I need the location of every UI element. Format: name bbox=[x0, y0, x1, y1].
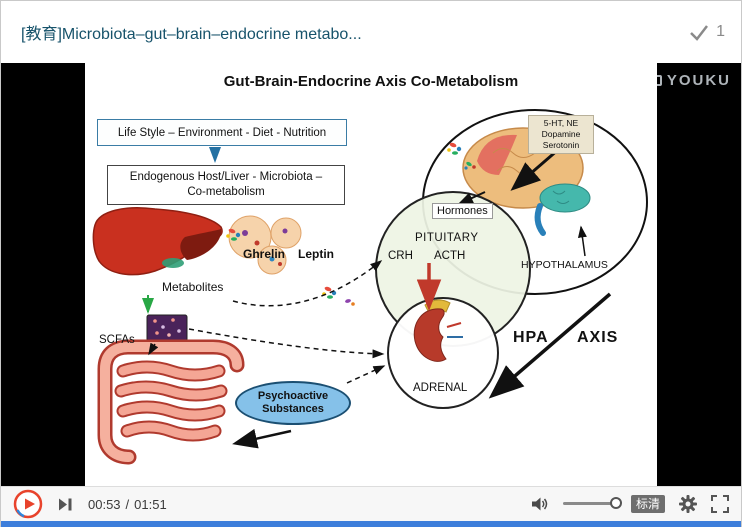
quality-badge[interactable]: 标清 bbox=[630, 494, 665, 514]
bottom-accent-bar bbox=[1, 521, 741, 527]
youku-watermark: YOUKU bbox=[646, 72, 731, 89]
bacteria-icon bbox=[447, 142, 462, 155]
metabolites-label: Metabolites bbox=[162, 280, 224, 294]
intestine-icon bbox=[97, 339, 245, 465]
vote-count: 1 bbox=[716, 23, 725, 40]
bacteria-icon bbox=[464, 161, 476, 170]
next-button[interactable] bbox=[59, 498, 72, 511]
liver-icon bbox=[92, 207, 223, 276]
microbiota-image bbox=[146, 314, 188, 342]
scfas-label: SCFAs bbox=[99, 334, 135, 346]
ghrelin-label: Ghrelin bbox=[243, 247, 286, 261]
time-separator: / bbox=[125, 496, 130, 512]
settings-gear-icon[interactable] bbox=[679, 494, 697, 513]
endogenous-box: Endogenous Host/Liver - Microbiota – Co-… bbox=[107, 165, 345, 205]
adrenal-label: ADRENAL bbox=[413, 382, 468, 394]
lifestyle-box: Life Style – Environment - Diet - Nutrit… bbox=[97, 119, 347, 146]
check-icon[interactable] bbox=[689, 24, 709, 41]
crh-label: CRH bbox=[388, 250, 413, 262]
time-current: 00:53 bbox=[88, 496, 121, 512]
psychoactive-substances-ellipse: Psychoactive Substances bbox=[235, 381, 351, 425]
pituitary-label: PITUITARY bbox=[415, 232, 479, 244]
time-total: 01:51 bbox=[134, 496, 167, 512]
slide-title: Gut-Brain-Endocrine Axis Co-Metabolism bbox=[223, 73, 519, 90]
diagram-graphics bbox=[92, 109, 648, 465]
play-button[interactable] bbox=[13, 489, 43, 519]
volume-icon[interactable] bbox=[531, 497, 549, 511]
volume-slider[interactable] bbox=[562, 497, 622, 510]
video-header: [教育]Microbiota–gut–brain–endocrine metab… bbox=[1, 1, 741, 63]
hpa-label: HPA bbox=[513, 329, 549, 346]
diagram-arrows bbox=[142, 147, 612, 449]
video-player[interactable]: YOUKU bbox=[1, 63, 741, 486]
hypothalamus-label: HYPOTHALAMUS bbox=[521, 259, 608, 271]
video-title: [教育]Microbiota–gut–brain–endocrine metab… bbox=[21, 26, 362, 43]
slide: Gut-Brain-Endocrine Axis Co-Metabolism L… bbox=[85, 63, 657, 486]
bacteria-icon bbox=[345, 299, 355, 306]
volume-knob[interactable] bbox=[609, 497, 622, 510]
hormones-label: Hormones bbox=[432, 203, 493, 219]
acth-label: ACTH bbox=[434, 250, 466, 262]
controls-right: 标清 bbox=[531, 494, 729, 514]
watermark-label: YOUKU bbox=[666, 72, 731, 89]
leptin-label: Leptin bbox=[298, 247, 334, 261]
neurotransmitters-box: 5-HT, NE Dopamine Serotonin bbox=[528, 115, 594, 155]
fullscreen-icon[interactable] bbox=[711, 494, 729, 513]
time-display: 00:53 / 01:51 bbox=[88, 497, 167, 512]
header-right: 1 bbox=[689, 23, 725, 41]
bacteria-icon bbox=[322, 286, 337, 299]
player-controls: 00:53 / 01:51 标清 bbox=[1, 486, 741, 521]
controls-left: 00:53 / 01:51 bbox=[13, 489, 167, 519]
cells-icon bbox=[228, 215, 302, 275]
bacteria-icon bbox=[226, 228, 241, 241]
axis-label: AXIS bbox=[577, 329, 619, 346]
